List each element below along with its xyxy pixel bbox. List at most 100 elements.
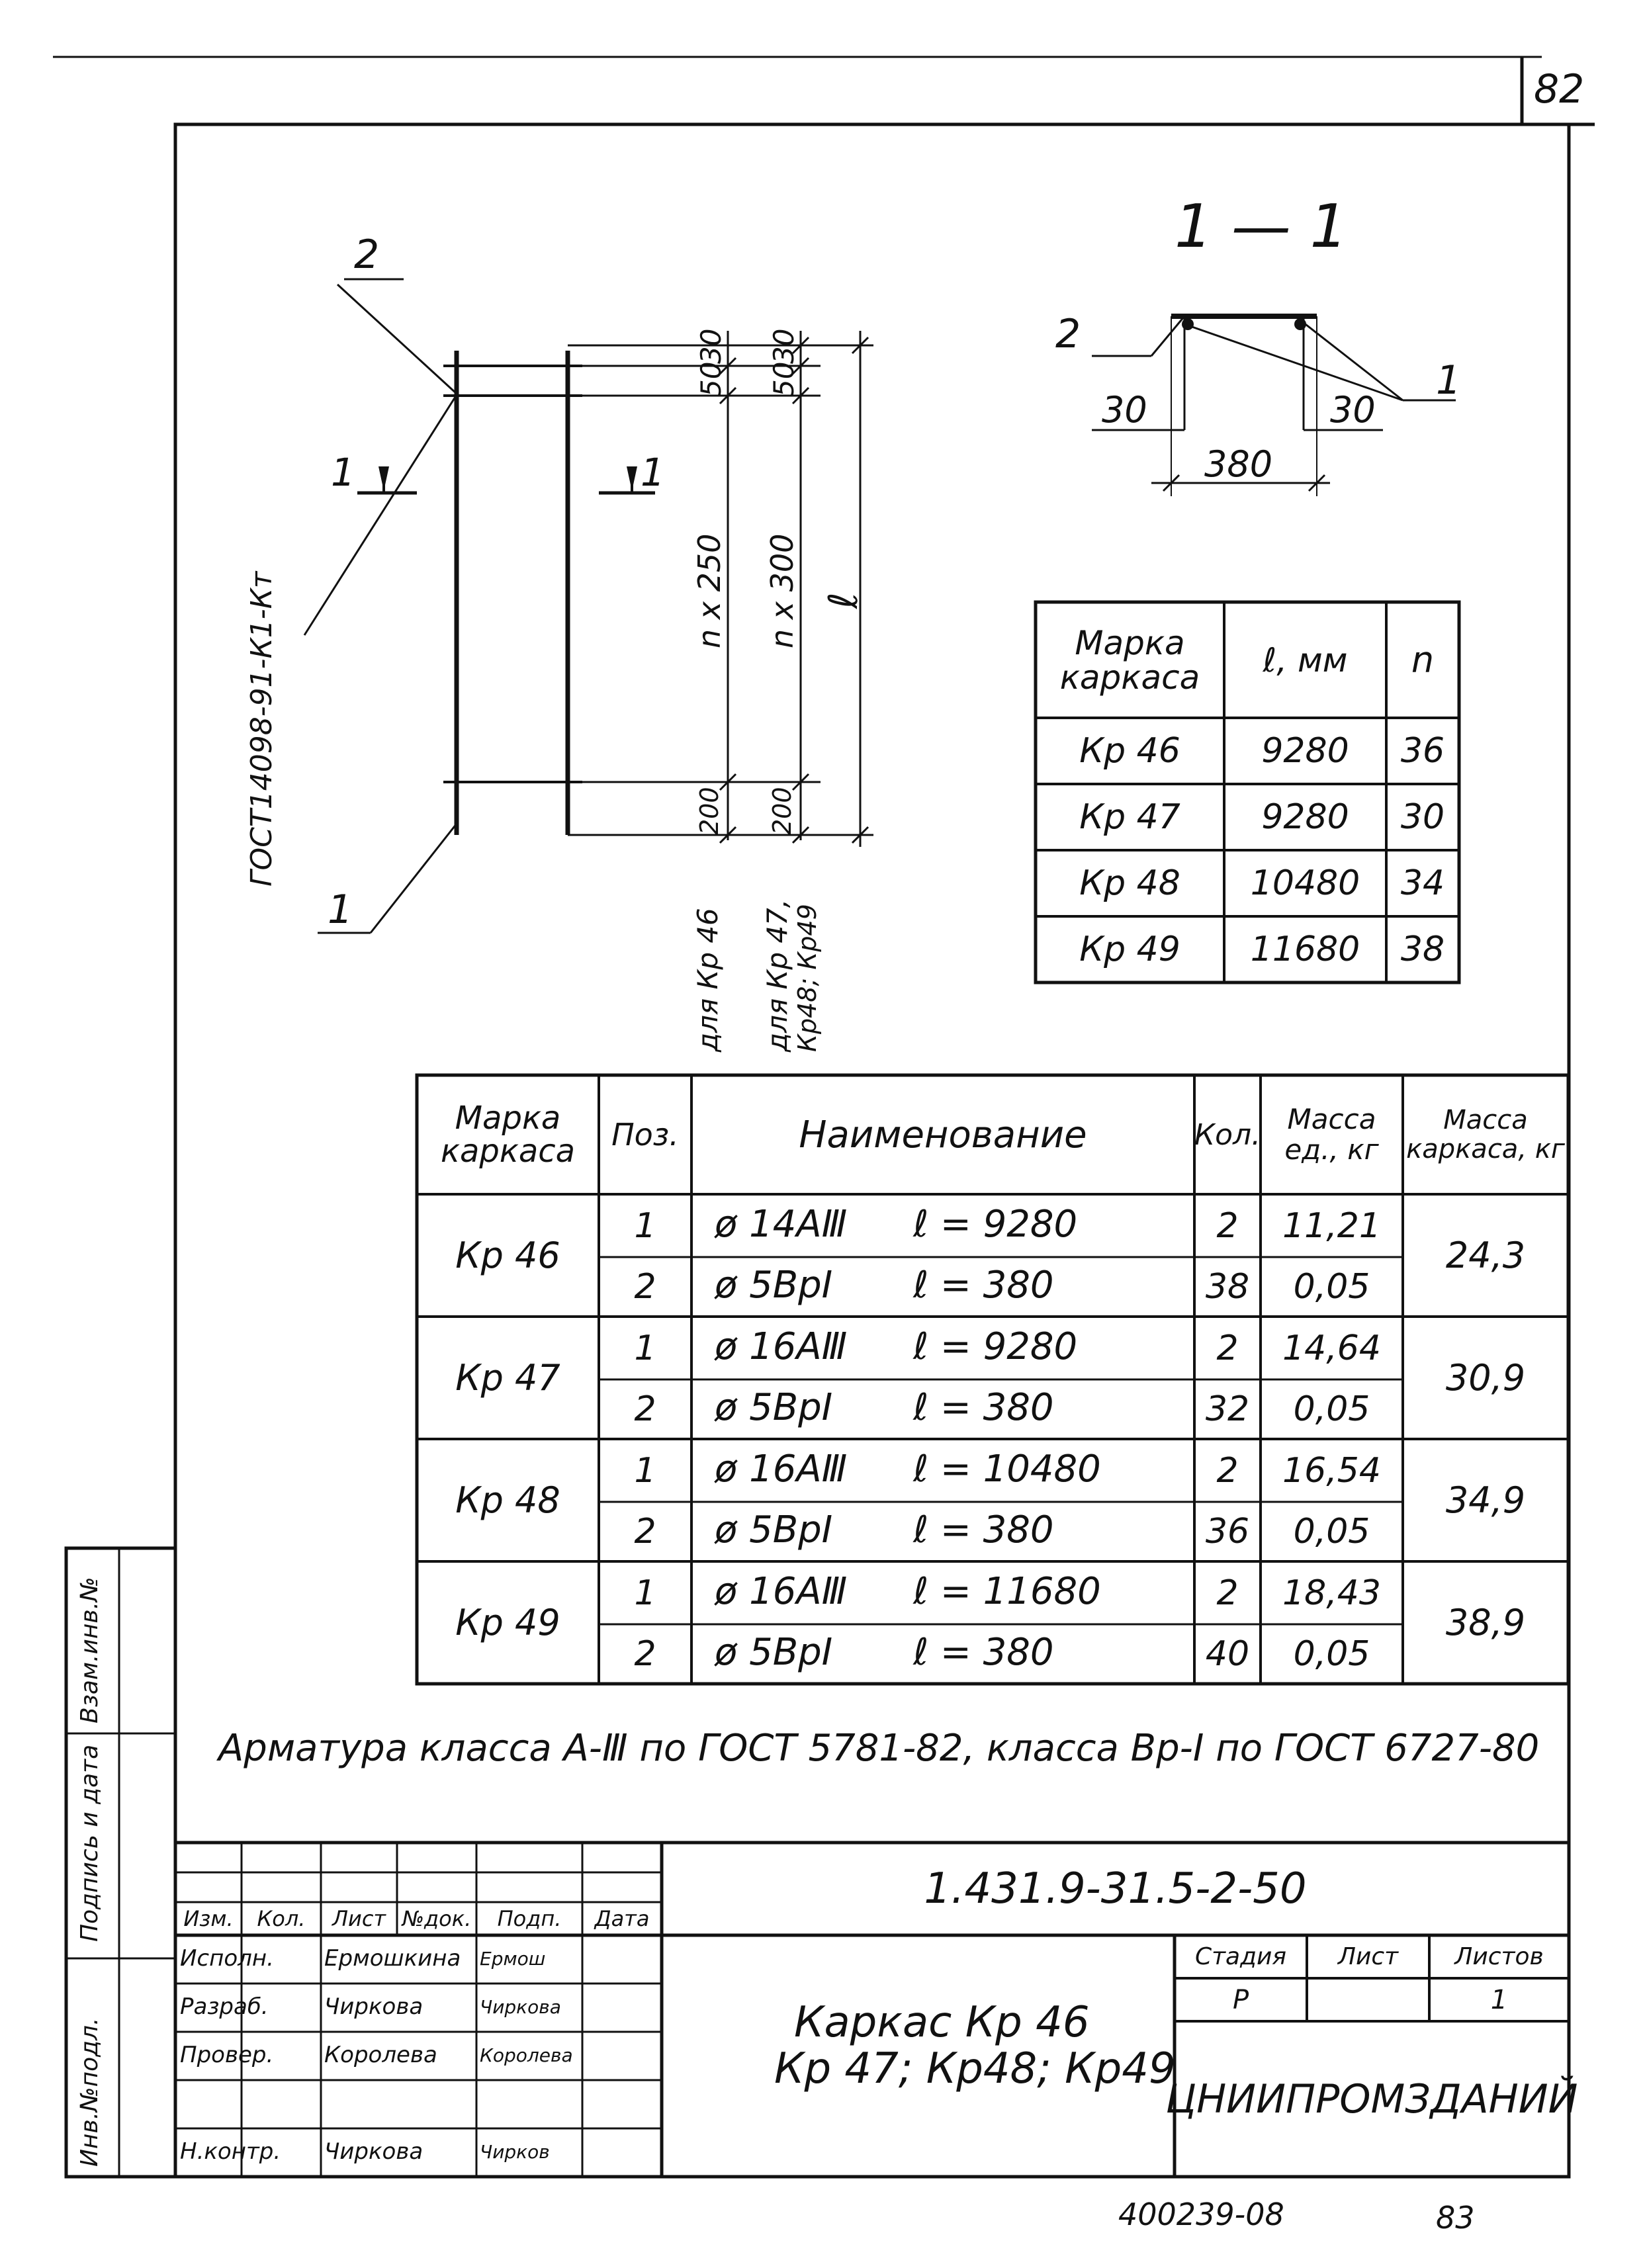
- archive-code: 400239-08: [1118, 2197, 1284, 2232]
- spec-row-bar: ø 5BpⅠ: [715, 1264, 833, 1307]
- spec-header-qty: Кол.: [1194, 1117, 1261, 1152]
- marks-row-n: 30: [1400, 797, 1445, 837]
- person-role: Н.контр.: [180, 2138, 281, 2165]
- spec-group-total: 24,3: [1445, 1235, 1526, 1276]
- spec-header-pos: Поз.: [611, 1117, 679, 1153]
- spec-row-bar: ø 16AⅢ: [715, 1325, 848, 1368]
- spec-row-qty: 38: [1205, 1267, 1250, 1307]
- section-title: 1 — 1: [1175, 192, 1348, 261]
- elevation-callout-1: 1: [328, 887, 353, 933]
- person-signature: Чирков: [480, 2141, 550, 2163]
- person-signature: Королева: [480, 2044, 573, 2066]
- stamp-signature-date: Подпись и дата: [76, 1744, 103, 1942]
- spec-row-bar: ø 14AⅢ: [715, 1203, 848, 1246]
- change-header: Дата: [594, 1906, 650, 1931]
- section-dim-left: 30: [1102, 389, 1147, 431]
- spec-row-mass: 0,05: [1293, 1634, 1370, 1674]
- note-kr47-b: Кр48; Кр49: [793, 904, 822, 1052]
- dim-l: ℓ: [821, 592, 867, 609]
- spec-group-total: 34,9: [1445, 1479, 1526, 1521]
- section-mark-left: 1: [331, 450, 355, 495]
- spec-group-mark: Кр 49: [455, 1602, 560, 1643]
- stage-label: Стадия: [1194, 1943, 1287, 1970]
- marks-row-mark: Кр 49: [1079, 930, 1180, 969]
- dim-30-a: 30: [695, 328, 727, 364]
- spec-group-mark: Кр 48: [455, 1479, 560, 1521]
- marks-row-length: 9280: [1261, 731, 1349, 771]
- spec-row-mass: 0,05: [1293, 1512, 1370, 1551]
- spec-row-length: ℓ = 380: [913, 1264, 1054, 1307]
- spec-row-bar: ø 5BpⅠ: [715, 1386, 833, 1429]
- person-signature: Чиркова: [480, 1996, 561, 2018]
- section-callout-2: 2: [1055, 311, 1081, 357]
- spec-group-mark: Кр 47: [455, 1357, 560, 1399]
- reinforcement-note: Арматура класса А-Ⅲ по ГОСТ 5781-82, кла…: [218, 1727, 1540, 1770]
- sheet-value: [1307, 1978, 1429, 2021]
- person-name: Чиркова: [324, 1993, 423, 2020]
- spec-row-bar: ø 16AⅢ: [715, 1448, 848, 1491]
- note-kr46: для Кр 46: [691, 908, 724, 1052]
- spec-row-mass: 0,05: [1293, 1267, 1370, 1307]
- dim-50-b: 50: [768, 361, 800, 397]
- spec-row-pos: 2: [634, 1512, 656, 1551]
- spec-row-qty: 2: [1216, 1328, 1239, 1368]
- person-role: Исполн.: [180, 1945, 274, 1972]
- change-header: Изм.: [183, 1906, 234, 1931]
- dim-50-a: 50: [695, 361, 727, 397]
- stage-value: Р: [1232, 1984, 1249, 2015]
- stamp-inventory-number: Инв.№подл.: [76, 2017, 103, 2167]
- spec-group-total: 38,9: [1445, 1602, 1526, 1643]
- spec-row-qty: 40: [1205, 1634, 1250, 1674]
- dim-200-b: 200: [768, 787, 797, 835]
- section-dim-right: 30: [1330, 389, 1376, 431]
- spec-row-qty: 2: [1216, 1205, 1239, 1246]
- marks-row-mark: Кр 48: [1079, 863, 1180, 903]
- dim-200-a: 200: [695, 787, 724, 835]
- person-name: Ермошкина: [324, 1945, 461, 1972]
- person-role: Разраб.: [180, 1993, 269, 2020]
- document-code: 1.431.9-31.5-2-50: [924, 1864, 1307, 1913]
- change-header: №док.: [402, 1906, 472, 1931]
- spec-row-pos: 1: [634, 1450, 656, 1491]
- marks-header-mark: Марка каркаса: [1059, 623, 1200, 697]
- marks-row-n: 36: [1400, 731, 1445, 771]
- spec-row-pos: 1: [634, 1205, 656, 1246]
- marks-row-length: 10480: [1250, 863, 1360, 903]
- footer-page-number: 83: [1436, 2200, 1475, 2236]
- spec-row-qty: 36: [1205, 1512, 1250, 1551]
- marks-header-length: ℓ, мм: [1263, 640, 1348, 679]
- marks-header-n: n: [1411, 639, 1435, 681]
- person-name: Королева: [324, 2042, 437, 2068]
- spec-reference: ГОСТ14098-91-К1-Кт: [245, 571, 279, 887]
- spec-row-mass: 14,64: [1282, 1328, 1381, 1368]
- spec-row-pos: 2: [634, 1389, 656, 1429]
- sheets-label: Листов: [1454, 1943, 1544, 1970]
- item-name-line-2: Кр 47; Кр48; Кр49: [774, 2044, 1176, 2093]
- spec-header-mark: Марка каркаса: [440, 1100, 576, 1170]
- spec-row-mass: 18,43: [1282, 1573, 1381, 1613]
- sheet-label: Лист: [1337, 1943, 1399, 1970]
- spec-group-mark: Кр 46: [455, 1235, 560, 1276]
- spec-row-qty: 32: [1205, 1389, 1250, 1429]
- spec-row-bar: ø 5BpⅠ: [715, 1631, 833, 1674]
- spec-row-bar: ø 16AⅢ: [715, 1570, 848, 1613]
- spec-row-pos: 2: [634, 1267, 656, 1307]
- spec-row-qty: 2: [1216, 1450, 1239, 1491]
- spec-row-length: ℓ = 380: [913, 1631, 1054, 1674]
- marks-row-length: 9280: [1261, 797, 1349, 837]
- spec-row-mass: 0,05: [1293, 1389, 1370, 1429]
- spec-header-name: Наименование: [799, 1113, 1087, 1156]
- person-role: Провер.: [180, 2042, 274, 2068]
- item-name-line-1: Каркас Кр 46: [794, 1998, 1090, 2047]
- marks-row-n: 38: [1400, 930, 1445, 969]
- spec-row-length: ℓ = 380: [913, 1508, 1054, 1551]
- marks-row-length: 11680: [1250, 930, 1360, 969]
- spec-header-unit-mass: Масса ед., кг: [1284, 1103, 1379, 1166]
- spec-row-length: ℓ = 380: [913, 1386, 1054, 1429]
- spec-row-length: ℓ = 11680: [913, 1570, 1101, 1613]
- spec-row-length: ℓ = 9280: [913, 1325, 1078, 1368]
- change-header: Кол.: [257, 1906, 306, 1931]
- note-kr47-a: для Кр 47,: [761, 898, 793, 1052]
- spec-row-pos: 1: [634, 1573, 656, 1613]
